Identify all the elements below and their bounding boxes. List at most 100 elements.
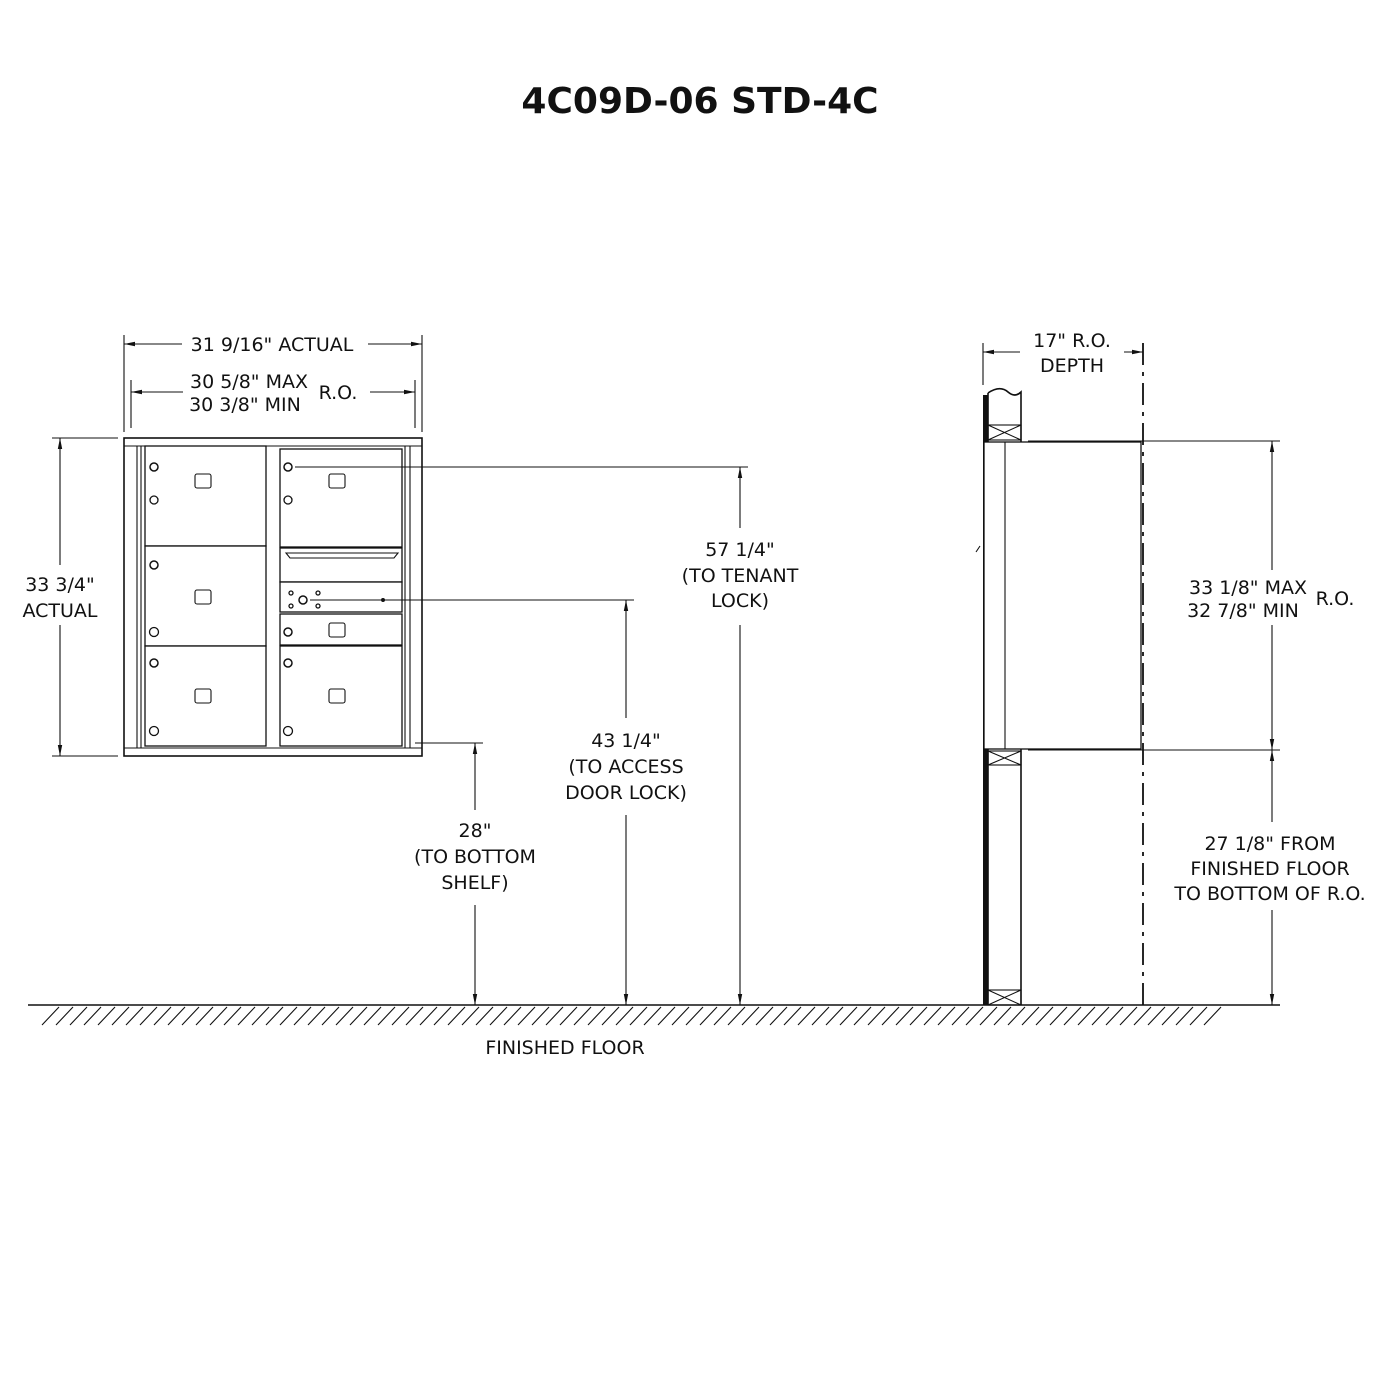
small-tenant-door — [279, 613, 403, 646]
floor-hatch-mark — [69, 1006, 88, 1026]
bottom-shelf-height: 28" — [459, 820, 492, 842]
floor-hatch-mark — [223, 1006, 242, 1026]
lock-icons — [149, 462, 308, 668]
ro-depth-label: DEPTH — [1040, 355, 1104, 377]
floor-hatch-mark — [1175, 1006, 1194, 1026]
floor-hatch-mark — [251, 1006, 270, 1026]
floor-hatch-mark — [797, 1006, 816, 1026]
ro-height-min: 32 7/8" MIN — [1187, 600, 1299, 622]
floor-hatch-mark — [559, 1006, 578, 1026]
floor-hatch-mark — [279, 1006, 298, 1026]
floor-hatch-mark — [629, 1006, 648, 1026]
floor-hatch-mark — [321, 1006, 340, 1026]
floor-hatch-mark — [685, 1006, 704, 1026]
floor-hatch-mark — [405, 1006, 424, 1026]
tenant-door — [144, 545, 267, 647]
floor-hatch-mark — [1007, 1006, 1026, 1026]
floor-hatch-mark — [811, 1006, 830, 1026]
bottom-shelf-note: (TO BOTTOM — [414, 846, 536, 868]
access-lock-height: 43 1/4" — [591, 730, 661, 752]
floor-hatch-mark — [447, 1006, 466, 1026]
cabinet-outer-frame — [123, 437, 423, 757]
floor-hatch-mark — [41, 1006, 60, 1026]
front-elevation — [123, 437, 423, 757]
floor-hatch-mark — [293, 1006, 312, 1026]
from-floor-note-2: TO BOTTOM OF R.O. — [1173, 883, 1365, 905]
floor-hatch-mark — [153, 1006, 172, 1026]
knob-icons — [148, 495, 321, 737]
floor-hatch-mark — [909, 1006, 928, 1026]
floor-hatch-mark — [867, 1006, 886, 1026]
side-section: 17" R.O. DEPTH 33 1/8" MAX 32 7/8" MIN R… — [975, 330, 1366, 1006]
floor-hatch-mark — [489, 1006, 508, 1026]
floor-hatch-mark — [503, 1006, 522, 1026]
floor-hatch-mark — [237, 1006, 256, 1026]
width-actual-label: 31 9/16" ACTUAL — [191, 334, 354, 356]
floor-hatch-mark — [923, 1006, 942, 1026]
floor-hatch-mark — [1049, 1006, 1068, 1026]
ro-width-max: 30 5/8" MAX — [190, 371, 308, 393]
floor-hatch-mark — [1021, 1006, 1040, 1026]
floor-hatch-mark — [643, 1006, 662, 1026]
tenant-door — [279, 448, 403, 548]
floor-hatch-mark — [699, 1006, 718, 1026]
ro-height-max: 33 1/8" MAX — [1189, 577, 1307, 599]
floor-hatch-mark — [573, 1006, 592, 1026]
floor-hatch-mark — [475, 1006, 494, 1026]
tenant-door — [144, 445, 267, 547]
tenant-door — [144, 645, 267, 747]
floor-hatch-mark — [979, 1006, 998, 1026]
floor-hatch-mark — [1119, 1006, 1138, 1026]
floor-hatch-mark — [111, 1006, 130, 1026]
cabinet-side-profile — [983, 441, 1142, 750]
ro-width-min: 30 3/8" MIN — [189, 394, 301, 416]
floor-hatch-mark — [825, 1006, 844, 1026]
ro-height-label: R.O. — [1316, 588, 1355, 610]
floor-hatch-mark — [601, 1006, 620, 1026]
floor-hatch-mark — [209, 1006, 228, 1026]
floor-hatch-mark — [545, 1006, 564, 1026]
floor-hatch-mark — [335, 1006, 354, 1026]
access-panel — [279, 581, 403, 613]
floor-hatch-mark — [1189, 1006, 1208, 1026]
floor-hatch-mark — [97, 1006, 116, 1026]
floor-hatch-mark — [1063, 1006, 1082, 1026]
floor-hatch-mark — [125, 1006, 144, 1026]
floor-hatch-mark — [83, 1006, 102, 1026]
floor-hatch-mark — [181, 1006, 200, 1026]
floor-hatch-mark — [461, 1006, 480, 1026]
floor-hatch-mark — [755, 1006, 774, 1026]
access-lock-note-2: DOOR LOCK) — [565, 782, 687, 804]
floor-hatch-mark — [1133, 1006, 1152, 1026]
bottom-shelf-note-2: SHELF) — [441, 872, 508, 894]
floor-hatch-mark — [881, 1006, 900, 1026]
drawing-title: 4C09D-06 STD-4C — [521, 81, 878, 122]
floor-hatch-mark — [1091, 1006, 1110, 1026]
floor-hatch-mark — [951, 1006, 970, 1026]
floor-hatch-mark — [1035, 1006, 1054, 1026]
ro-width-label: R.O. — [319, 382, 358, 404]
floor-hatch-mark — [307, 1006, 326, 1026]
floor-hatch-mark — [937, 1006, 956, 1026]
tenant-lock-note: (TO TENANT — [682, 565, 799, 587]
access-lock-note: (TO ACCESS — [568, 756, 683, 778]
floor-hatch-mark — [517, 1006, 536, 1026]
framing-blocks — [987, 424, 1022, 1006]
floor-hatch-mark — [167, 1006, 186, 1026]
floor-hatch-mark — [769, 1006, 788, 1026]
height-actual-label: ACTUAL — [22, 600, 97, 622]
name-tags — [194, 473, 346, 704]
tenant-lock-note-2: LOCK) — [711, 590, 769, 612]
floor-hatch-mark — [853, 1006, 872, 1026]
height-actual-value: 33 3/4" — [25, 574, 95, 596]
floor-hatch-mark — [1203, 1006, 1222, 1026]
floor-hatch-mark — [741, 1006, 760, 1026]
from-floor-note: FINISHED FLOOR — [1190, 858, 1349, 880]
finished-floor-label: FINISHED FLOOR — [485, 1037, 644, 1059]
floor-hatch-mark — [615, 1006, 634, 1026]
floor-hatch-mark — [391, 1006, 410, 1026]
floor-hatch-mark — [1147, 1006, 1166, 1026]
floor-hatch-mark — [377, 1006, 396, 1026]
floor-hatch-mark — [433, 1006, 452, 1026]
